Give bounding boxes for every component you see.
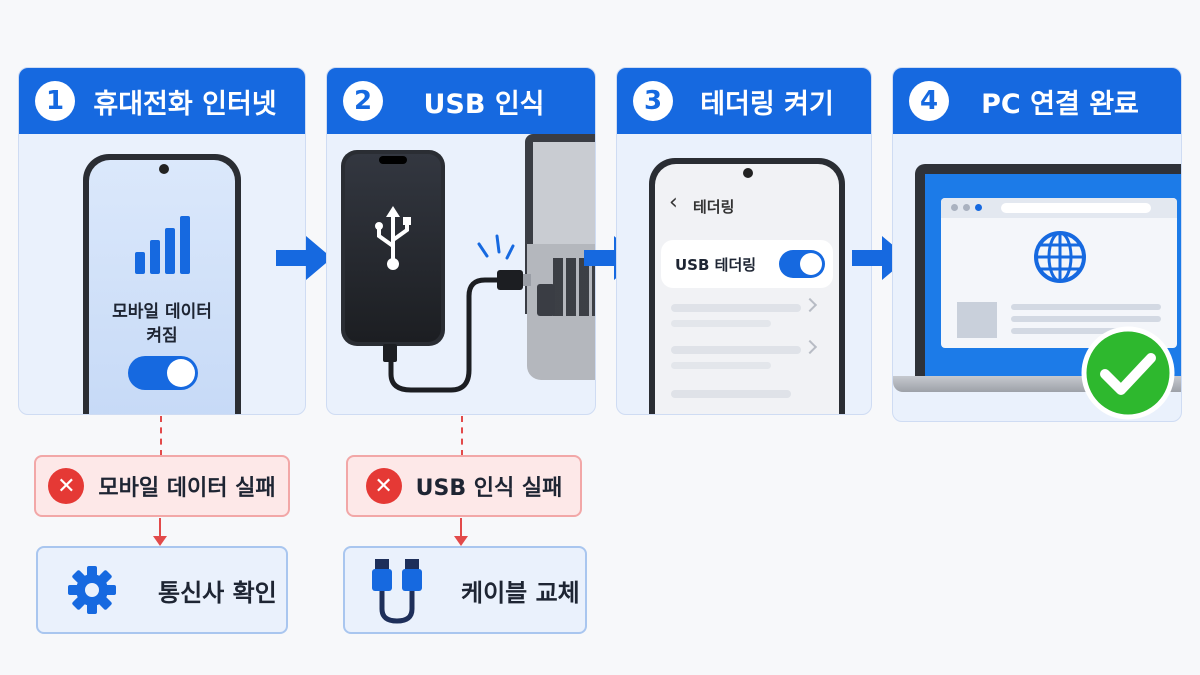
settings-row-placeholder xyxy=(671,320,771,327)
step-4-header: 4 PC 연결 완료 xyxy=(893,68,1181,134)
flow-arrow-1 xyxy=(276,236,332,280)
signal-bars-icon xyxy=(135,216,190,274)
laptop-connected xyxy=(915,164,1181,378)
phone-mobile-data: 모바일 데이터 켜짐 xyxy=(83,154,241,414)
check-success-icon xyxy=(1081,326,1175,420)
back-chevron-icon[interactable]: ‹ xyxy=(669,190,678,215)
step-1-number: 1 xyxy=(35,81,75,121)
mobile-data-toggle[interactable] xyxy=(128,356,198,390)
content-thumbnail xyxy=(957,302,997,338)
step-3-header: 3 테더링 켜기 xyxy=(617,68,871,134)
usb-cable-icon xyxy=(372,559,422,624)
fail-connector-1 xyxy=(160,416,162,456)
settings-row-placeholder xyxy=(671,304,801,312)
step-1-panel: 1 휴대전화 인터넷 모바일 데이터 켜짐 xyxy=(18,67,306,415)
step-3-title: 테더링 켜기 xyxy=(700,88,834,120)
mobile-data-label: 모바일 데이터 켜짐 xyxy=(112,302,212,346)
step-4-title: PC 연결 완료 xyxy=(981,88,1139,120)
chevron-right-icon xyxy=(802,339,818,355)
chevron-right-icon xyxy=(802,297,818,313)
fix-text-carrier: 통신사 확인 xyxy=(158,578,277,607)
settings-row-placeholder xyxy=(671,390,791,398)
camera-notch xyxy=(743,168,753,178)
step-2-panel: 2 USB 인식 xyxy=(326,67,596,415)
browser-window xyxy=(941,198,1177,348)
failure-box-usb: ✕ USB 인식 실패 xyxy=(346,455,582,517)
step-2-number: 2 xyxy=(343,81,383,121)
fail-connector-2 xyxy=(461,416,463,456)
usb-tethering-label: USB 테더링 xyxy=(675,256,757,274)
x-icon: ✕ xyxy=(48,468,85,504)
step-4-number: 4 xyxy=(909,81,949,121)
phone-usb xyxy=(341,150,445,346)
step-1-header: 1 휴대전화 인터넷 xyxy=(19,68,305,134)
fix-arrowhead-1 xyxy=(153,536,167,546)
x-icon: ✕ xyxy=(365,468,402,504)
step-2-header: 2 USB 인식 xyxy=(327,68,595,134)
fix-box-carrier: 통신사 확인 xyxy=(36,546,288,634)
step-3-number: 3 xyxy=(633,81,673,121)
usb-tethering-toggle[interactable] xyxy=(779,250,825,278)
step-4-panel: 4 PC 연결 완료 xyxy=(892,67,1182,422)
phone-tethering: ‹ 테더링 USB 테더링 xyxy=(649,158,845,414)
step-1-title: 휴대전화 인터넷 xyxy=(93,88,277,120)
tethering-screen-title: 테더링 xyxy=(693,198,735,216)
fix-text-cable: 케이블 교체 xyxy=(461,578,580,607)
laptop-keyboard xyxy=(527,244,595,380)
usb-cable-line xyxy=(383,234,531,393)
camera-notch xyxy=(159,164,169,174)
fix-arrowhead-2 xyxy=(454,536,468,546)
failure-text-mobile-data: 모바일 데이터 실패 xyxy=(98,476,276,501)
gear-icon xyxy=(68,566,116,614)
fix-connector-1 xyxy=(159,518,161,536)
usb-symbol-icon xyxy=(375,206,411,270)
globe-icon xyxy=(1034,231,1086,283)
fix-box-cable: 케이블 교체 xyxy=(343,546,587,634)
failure-box-mobile-data: ✕ 모바일 데이터 실패 xyxy=(34,455,290,517)
step-3-panel: 3 테더링 켜기 ‹ 테더링 USB 테더링 xyxy=(616,67,872,415)
fix-connector-2 xyxy=(460,518,462,536)
step-2-title: USB 인식 xyxy=(423,88,545,120)
settings-row-placeholder xyxy=(671,362,771,369)
usb-tethering-row[interactable]: USB 테더링 xyxy=(661,240,833,288)
settings-row-placeholder xyxy=(671,346,801,354)
failure-text-usb: USB 인식 실패 xyxy=(415,476,563,501)
